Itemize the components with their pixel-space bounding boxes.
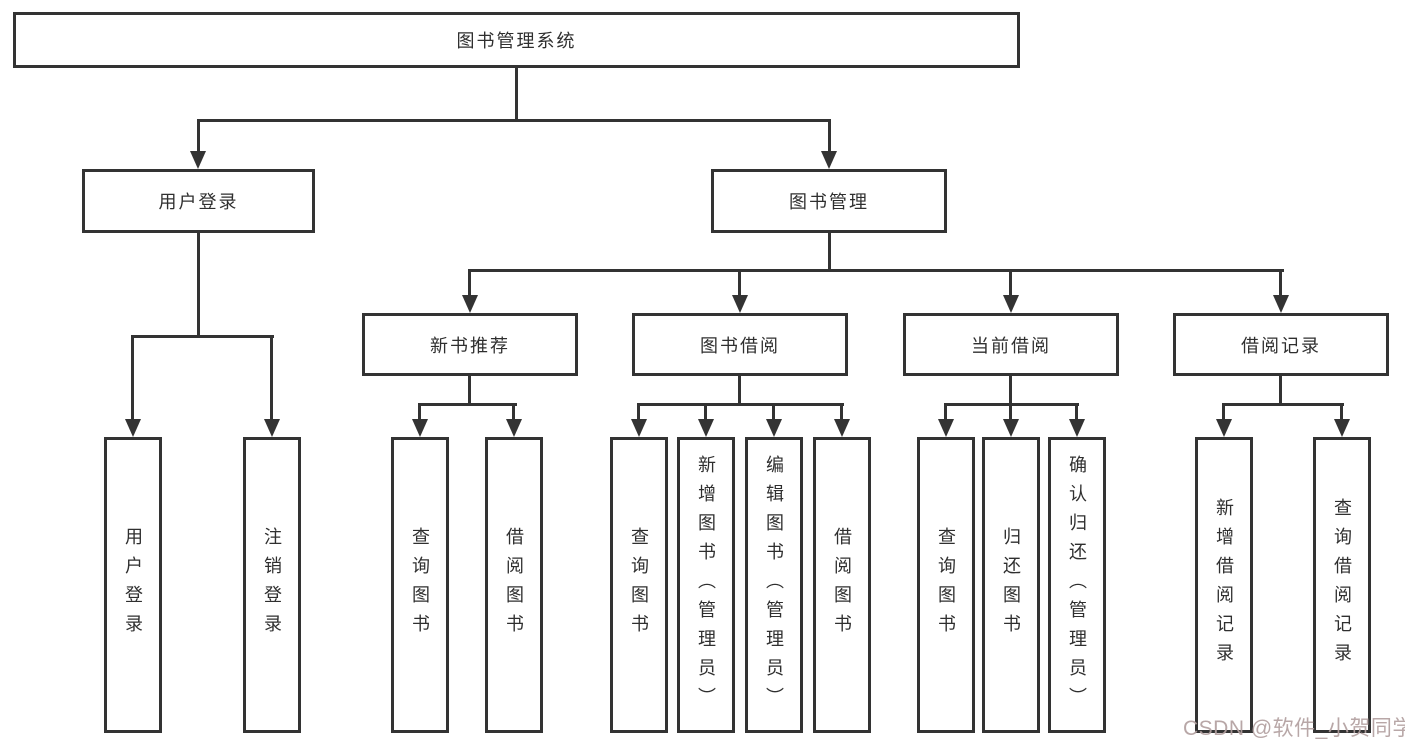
- connector-new-books-vertical: [468, 376, 471, 406]
- connector-borrow-records-vertical: [1279, 376, 1282, 406]
- connector-stem-bw-edit: [772, 403, 775, 425]
- arrow-into-user-login: [190, 151, 206, 169]
- leaf-label: 归还图书: [1001, 527, 1021, 643]
- connector-stem-user-login: [197, 119, 200, 155]
- connector-stem-book-mgmt: [828, 119, 831, 155]
- connector-user-login-bar: [131, 335, 274, 338]
- leaf-current-query-books: 查询图书: [917, 437, 975, 733]
- connector-book-borrow-bar: [637, 403, 844, 406]
- leaf-label: 借阅图书: [832, 527, 852, 643]
- arrow-into-rec-query: [1334, 419, 1350, 437]
- leaf-label: 新增图书（管理员）: [696, 454, 716, 716]
- connector-stem-new-books: [468, 269, 471, 299]
- leaf-current-return-books: 归还图书: [982, 437, 1040, 733]
- node-label: 当前借阅: [971, 335, 1051, 356]
- node-label: 新书推荐: [430, 335, 510, 356]
- arrow-into-nb-query: [412, 419, 428, 437]
- connector-stem-nb-query: [418, 403, 421, 425]
- leaf-newbooks-query-books: 查询图书: [391, 437, 449, 733]
- leaf-records-query-record: 查询借阅记录: [1313, 437, 1371, 733]
- connector-stem-current-borrow: [1009, 269, 1012, 299]
- arrow-into-borrow-records: [1273, 295, 1289, 313]
- connector-stem-rec-query: [1340, 403, 1343, 425]
- arrow-into-cur-confirm: [1069, 419, 1085, 437]
- leaf-label: 查询图书: [936, 527, 956, 643]
- arrow-into-cur-query: [938, 419, 954, 437]
- leaf-label: 查询图书: [629, 527, 649, 643]
- arrow-into-book-mgmt: [821, 151, 837, 169]
- connector-stem-logout-leaf: [270, 335, 273, 423]
- connector-level2-bar: [197, 119, 831, 122]
- connector-stem-nb-borrow: [512, 403, 515, 425]
- node-current-borrowing: 当前借阅: [903, 313, 1119, 376]
- arrow-into-bw-borrow: [834, 419, 850, 437]
- arrow-into-rec-add: [1216, 419, 1232, 437]
- leaf-logout: 注销登录: [243, 437, 301, 733]
- leaf-borrow-borrow-books: 借阅图书: [813, 437, 871, 733]
- node-label: 图书管理系统: [456, 31, 577, 51]
- leaf-label: 用户登录: [123, 527, 143, 643]
- connector-stem-borrow-records: [1279, 269, 1282, 299]
- node-library-system-root: 图书管理系统: [13, 12, 1020, 68]
- leaf-borrow-edit-books-admin: 编辑图书（管理员）: [745, 437, 803, 733]
- connector-stem-login-leaf: [131, 335, 134, 423]
- connector-book-borrow-vertical: [738, 376, 741, 406]
- arrow-into-bw-query: [631, 419, 647, 437]
- node-user-login: 用户登录: [82, 169, 315, 233]
- leaf-borrow-query-books: 查询图书: [610, 437, 668, 733]
- connector-stem-bw-add: [704, 403, 707, 425]
- connector-stem-cur-return: [1009, 403, 1012, 425]
- node-label: 图书管理: [789, 192, 869, 212]
- connector-stem-bw-borrow: [840, 403, 843, 425]
- arrow-into-nb-borrow: [506, 419, 522, 437]
- connector-user-login-vertical: [197, 233, 200, 338]
- arrow-into-new-books: [462, 295, 478, 313]
- leaf-label: 编辑图书（管理员）: [764, 454, 784, 716]
- leaf-user-login: 用户登录: [104, 437, 162, 733]
- connector-stem-rec-add: [1222, 403, 1225, 425]
- arrow-into-bw-add: [698, 419, 714, 437]
- arrow-into-book-borrow: [732, 295, 748, 313]
- node-label: 借阅记录: [1241, 335, 1321, 356]
- node-new-book-recommendation: 新书推荐: [362, 313, 578, 376]
- arrow-into-login-leaf: [125, 419, 141, 437]
- leaf-label: 新增借阅记录: [1214, 498, 1234, 672]
- connector-current-borrow-vertical: [1009, 376, 1012, 406]
- leaf-label: 查询借阅记录: [1332, 498, 1352, 672]
- node-book-management: 图书管理: [711, 169, 947, 233]
- leaf-label: 查询图书: [410, 527, 430, 643]
- leaf-current-confirm-return-admin: 确认归还（管理员）: [1048, 437, 1106, 733]
- csdn-watermark: CSDN @软件_小贺同学: [1183, 717, 1405, 740]
- leaf-borrow-add-books-admin: 新增图书（管理员）: [677, 437, 735, 733]
- node-book-borrowing: 图书借阅: [632, 313, 848, 376]
- connector-stem-book-borrow: [738, 269, 741, 299]
- arrow-into-logout-leaf: [264, 419, 280, 437]
- connector-borrow-records-bar: [1222, 403, 1344, 406]
- connector-stem-bw-query: [637, 403, 640, 425]
- node-label: 图书借阅: [700, 335, 780, 356]
- leaf-label: 借阅图书: [504, 527, 524, 643]
- connector-stem-cur-confirm: [1075, 403, 1078, 425]
- connector-book-mgmt-vertical: [828, 233, 831, 272]
- connector-root-vertical: [515, 67, 518, 120]
- leaf-label: 确认归还（管理员）: [1067, 454, 1087, 716]
- leaf-newbooks-borrow-books: 借阅图书: [485, 437, 543, 733]
- leaf-records-add-record: 新增借阅记录: [1195, 437, 1253, 733]
- node-label: 用户登录: [158, 192, 239, 212]
- connector-stem-cur-query: [944, 403, 947, 425]
- connector-new-books-bar: [418, 403, 517, 406]
- arrow-into-cur-return: [1003, 419, 1019, 437]
- leaf-label: 注销登录: [262, 527, 282, 643]
- arrow-into-current-borrow: [1003, 295, 1019, 313]
- arrow-into-bw-edit: [766, 419, 782, 437]
- node-borrowing-records: 借阅记录: [1173, 313, 1389, 376]
- connector-level3-bar: [468, 269, 1284, 272]
